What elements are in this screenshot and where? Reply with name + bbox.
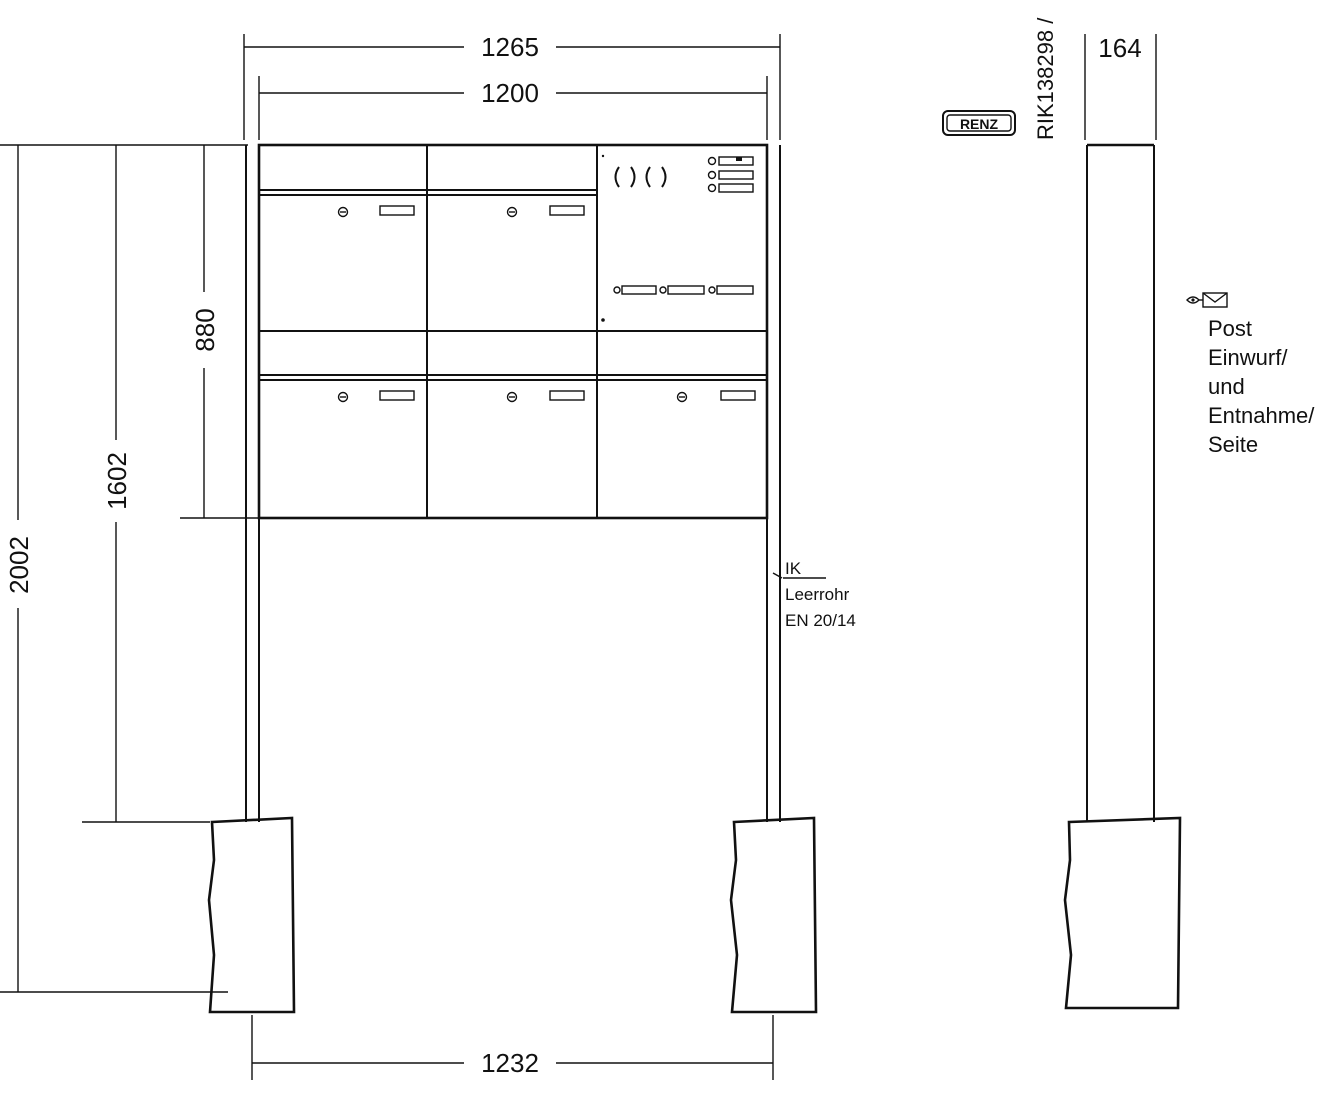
right-post [766,145,781,822]
dim-2002-label: 2002 [4,536,34,594]
side-note-line-3: und [1208,374,1245,399]
dimension-overall-width: 1265 [243,32,781,140]
mailbox-door-5 [676,390,756,403]
right-foundation [729,816,818,1014]
mailbox-door-3 [337,390,415,403]
bell-button-row-2 [707,170,754,180]
product-code: RIK138298 / [1033,17,1058,140]
dim-164-label: 164 [1098,33,1141,63]
dimension-post-spacing: 1232 [251,1015,774,1080]
mailbox-door-2 [506,205,585,218]
renz-logo: RENZ [942,110,1016,136]
conduit-note-line-3: EN 20/14 [785,611,856,630]
dim-1265-label: 1265 [481,32,539,62]
dim-1232-label: 1232 [481,1048,539,1078]
name-plate [379,390,415,401]
dimension-box-width: 1200 [258,76,768,140]
mailbox-door-1 [337,205,415,218]
dim-1200-label: 1200 [481,78,539,108]
dim-880-label: 880 [190,308,220,351]
conduit-note-line-1: IK [785,559,802,578]
envelope-icon [1199,292,1228,308]
name-plate [549,205,585,216]
side-foundation [1063,816,1182,1010]
mailbox-door-4 [506,390,585,403]
conduit-note-line-2: Leerrohr [785,585,850,604]
speaker-icon [614,166,667,188]
name-plate [549,390,585,401]
side-view-post [1086,143,1155,822]
side-note-line-5: Seite [1208,432,1258,457]
side-note-line-2: Einwurf/ [1208,345,1288,370]
lock-icon [506,391,518,403]
side-note-line-1: Post [1208,316,1252,341]
lock-icon [337,391,349,403]
name-plate [720,390,756,401]
bell-button-row-3 [707,183,754,193]
conduit-note: IK Leerrohr EN 20/14 [772,559,856,630]
lock-icon [506,206,518,218]
lock-icon [676,391,688,403]
bell-button-row-1 [707,156,754,166]
label-strip-row [613,285,754,295]
dimension-total-height: 2002 [0,144,248,993]
lock-icon [337,206,349,218]
left-foundation [207,816,296,1014]
mailbox-unit [257,143,769,520]
dimension-bottom-height: 1602 [82,145,210,823]
eye-icon [1186,296,1200,304]
name-plate [379,205,415,216]
intercom-panel [601,154,754,322]
side-note-line-4: Entnahme/ [1208,403,1315,428]
dimension-post-depth: 164 [1084,33,1157,140]
dimension-box-height: 880 [180,145,258,519]
left-post [245,145,260,822]
side-note: Post Einwurf/ und Entnahme/ Seite [1186,292,1315,457]
logo-text: RENZ [960,116,999,132]
dim-1602-label: 1602 [102,452,132,510]
